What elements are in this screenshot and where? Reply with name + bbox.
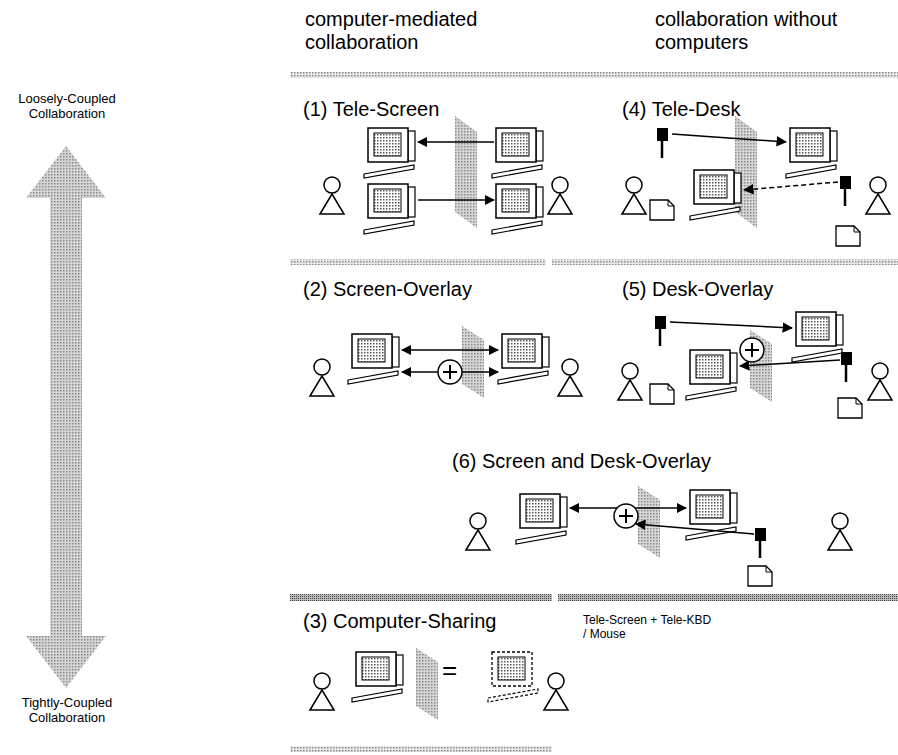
panel-title: (1) Tele-Screen — [303, 98, 439, 121]
column-heading: computer-mediated collaboration — [305, 8, 505, 54]
panel-title: (5) Desk-Overlay — [622, 278, 773, 301]
panel-title: (6) Screen and Desk-Overlay — [452, 450, 711, 473]
panel-title: (4) Tele-Desk — [622, 98, 741, 121]
column-heading: collaboration without computers — [655, 8, 875, 54]
panel-title: (3) Computer-Sharing — [303, 610, 496, 633]
axis-label: Tightly-Coupled Collaboration — [2, 696, 132, 726]
panel-title: (2) Screen-Overlay — [303, 278, 472, 301]
note-label: Tele-Screen + Tele-KBD / Mouse — [583, 614, 713, 642]
axis-label: Loosely-Coupled Collaboration — [2, 92, 132, 122]
equals-sign: = — [442, 656, 457, 686]
